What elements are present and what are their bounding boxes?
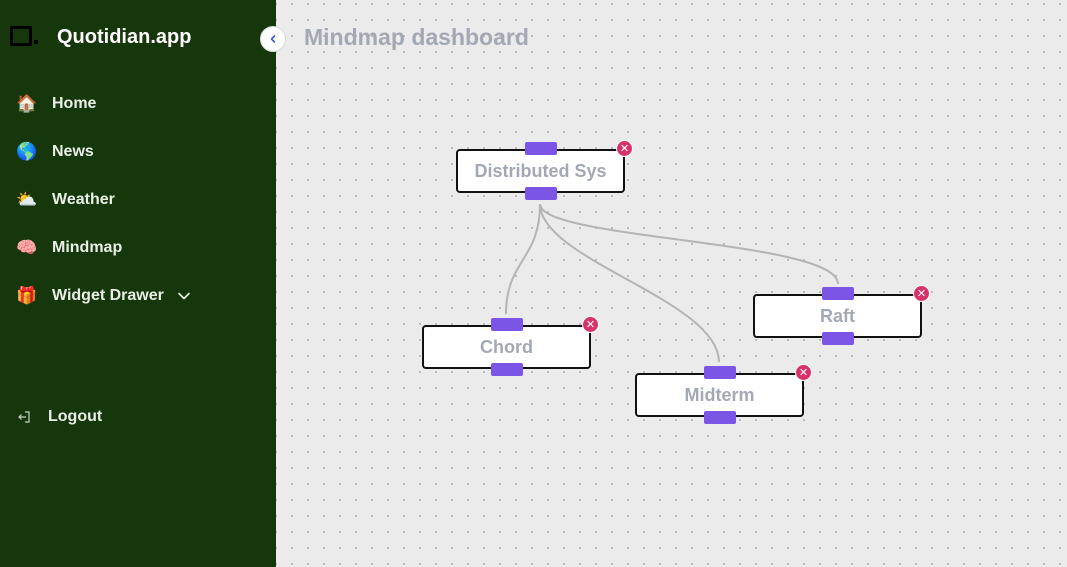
delete-node-icon[interactable]: ✕ (913, 285, 930, 302)
node-label: Chord (480, 336, 533, 357)
app-name[interactable]: Quotidian.app (57, 26, 192, 48)
edge-distributed-sys-midterm[interactable] (539, 203, 720, 363)
sun-cloud-icon: ⛅ (16, 190, 38, 209)
sidebar-item-label: News (52, 143, 94, 160)
sidebar-item-label: Home (52, 95, 97, 112)
node-source-handle[interactable] (524, 187, 557, 200)
delete-node-icon[interactable]: ✕ (582, 316, 599, 333)
sidebar-item-news[interactable]: 🌎 News (16, 138, 94, 166)
house-icon: 🏠 (16, 94, 38, 113)
node-source-handle[interactable] (490, 363, 523, 376)
sidebar-item-label: Widget Drawer (52, 287, 164, 304)
node-label: Distributed Sys (474, 160, 607, 181)
sidebar-item-widget-drawer[interactable]: 🎁 Widget Drawer (16, 282, 190, 310)
node-target-handle[interactable] (821, 287, 854, 300)
node-target-handle[interactable] (703, 366, 736, 379)
edge-distributed-sys-chord[interactable] (505, 203, 541, 315)
node-source-handle[interactable] (821, 332, 854, 345)
sidebar-item-weather[interactable]: ⛅ Weather (16, 186, 115, 214)
delete-node-icon[interactable]: ✕ (795, 364, 812, 381)
sidebar-item-mindmap[interactable]: 🧠 Mindmap (16, 234, 122, 262)
logout-button[interactable]: Logout (16, 403, 102, 431)
logout-icon (18, 411, 30, 423)
sidebar-item-label: Mindmap (52, 239, 123, 256)
brain-icon: 🧠 (16, 238, 38, 257)
node-label: Raft (820, 305, 855, 326)
node-target-handle[interactable] (490, 318, 523, 331)
node-source-handle[interactable] (703, 411, 736, 424)
edge-distributed-sys-raft[interactable] (539, 203, 839, 285)
logo-icon (10, 26, 32, 46)
node-midterm[interactable]: Midterm ✕ (635, 364, 812, 424)
mindmap-canvas[interactable]: Mindmap dashboard Distributed Sys ✕ Chor… (276, 0, 1067, 567)
node-target-handle[interactable] (524, 142, 557, 155)
chevron-down-icon[interactable] (178, 290, 190, 302)
chevron-left-icon (270, 35, 276, 43)
delete-node-icon[interactable]: ✕ (616, 140, 633, 157)
node-chord[interactable]: Chord ✕ (422, 316, 599, 376)
logout-label: Logout (48, 408, 103, 425)
page-title: Mindmap dashboard (304, 24, 529, 50)
sidebar-item-label: Weather (52, 191, 115, 208)
logo-dot (34, 40, 38, 44)
gift-icon: 🎁 (16, 286, 38, 305)
brand-logo[interactable] (10, 26, 32, 46)
node-label: Midterm (684, 384, 755, 405)
mindmap-edges (505, 203, 839, 363)
sidebar-item-home[interactable]: 🏠 Home (16, 90, 96, 118)
sidebar: Quotidian.app 🏠 Home 🌎 News ⛅ Weather 🧠 … (0, 0, 276, 567)
node-raft[interactable]: Raft ✕ (753, 285, 930, 345)
node-distributed-sys[interactable]: Distributed Sys ✕ (456, 140, 633, 200)
globe-icon: 🌎 (16, 142, 38, 161)
collapse-sidebar-button[interactable] (260, 26, 286, 52)
